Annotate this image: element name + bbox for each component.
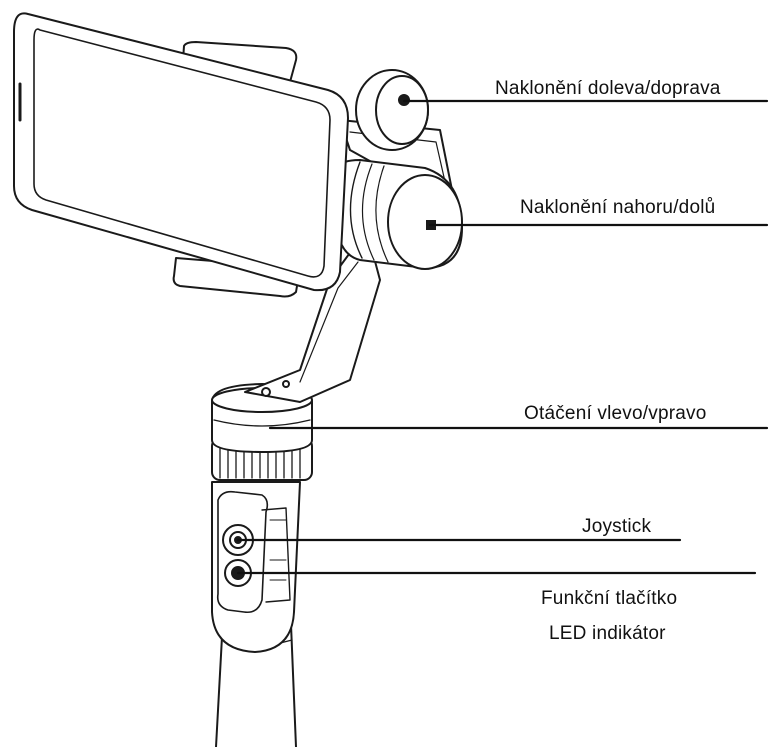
- tilt-motor-icon: [314, 159, 463, 270]
- tilt-label: Naklonění nahoru/dolů: [520, 197, 716, 218]
- led-indicator-label: LED indikátor: [549, 623, 666, 644]
- roll-label: Naklonění doleva/doprava: [495, 78, 721, 99]
- roll-motor-icon: [355, 69, 429, 151]
- leader-lines: [236, 99, 769, 575]
- pan-label: Otáčení vlevo/vpravo: [524, 403, 707, 424]
- phone-icon: [13, 12, 349, 292]
- handle-grip: [211, 481, 301, 653]
- joystick-label: Joystick: [582, 516, 652, 537]
- function-button-label: Funkční tlačítko: [541, 588, 678, 609]
